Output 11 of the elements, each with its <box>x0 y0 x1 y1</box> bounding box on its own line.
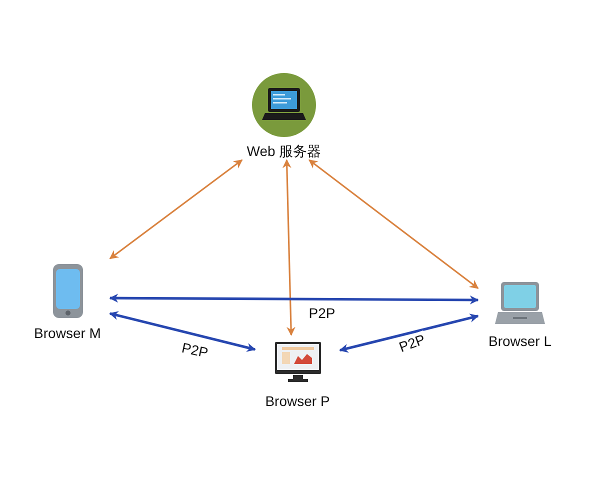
arrow <box>109 294 479 304</box>
arrow <box>109 311 256 352</box>
arrow <box>339 314 479 353</box>
node-label: Web 服务器 <box>246 143 322 160</box>
arrow <box>308 159 479 289</box>
node-label: Browser M <box>34 325 101 342</box>
node-label: Browser L <box>488 333 552 350</box>
edge-label: P2P <box>306 305 338 321</box>
arrow <box>282 159 296 336</box>
arrow <box>109 159 243 260</box>
node-label: Browser P <box>265 393 330 410</box>
